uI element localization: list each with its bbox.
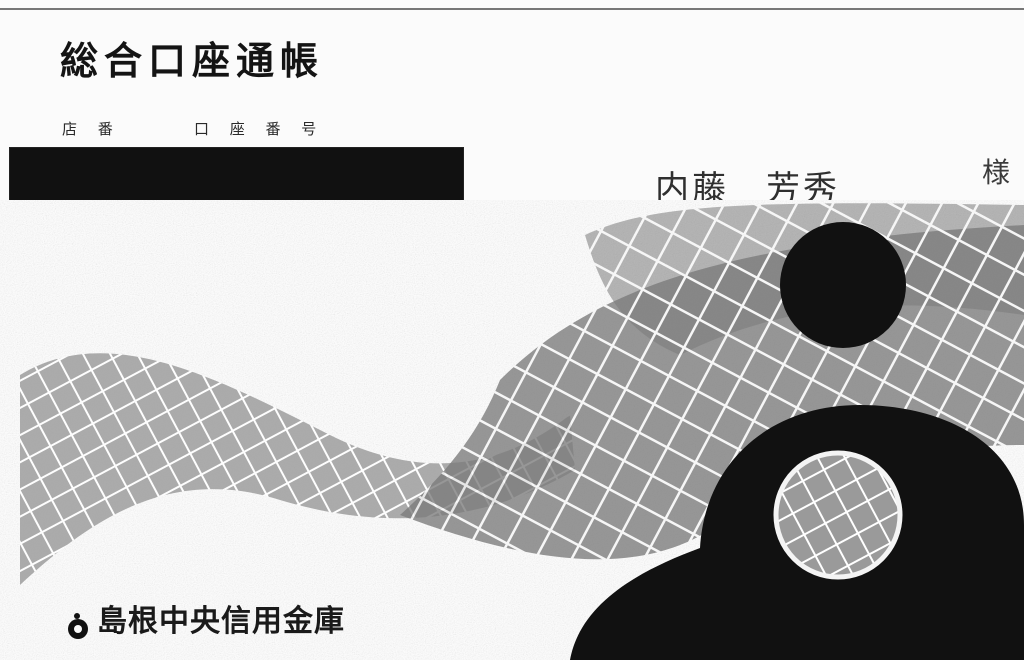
bank-logo-icon [68, 613, 88, 639]
account-holder: 内藤 芳秀 様 [655, 151, 1024, 209]
top-border-rule [0, 8, 1024, 10]
account-number-label: 口 座 番 号 [194, 120, 325, 138]
top-dark-circle [780, 222, 906, 348]
passbook-title: 総合口座通帳 [60, 39, 325, 83]
ring-center-grid [773, 450, 903, 580]
account-field-labels: 店 番 口 座 番 号 [62, 118, 402, 138]
bank-name: 島根中央信用金庫 [97, 604, 345, 639]
branch-number-label: 店 番 [62, 120, 121, 138]
left-grid-wave [20, 353, 575, 585]
account-holder-honorific: 様 [982, 156, 1011, 189]
decorative-passbook-artwork [0, 200, 1024, 660]
